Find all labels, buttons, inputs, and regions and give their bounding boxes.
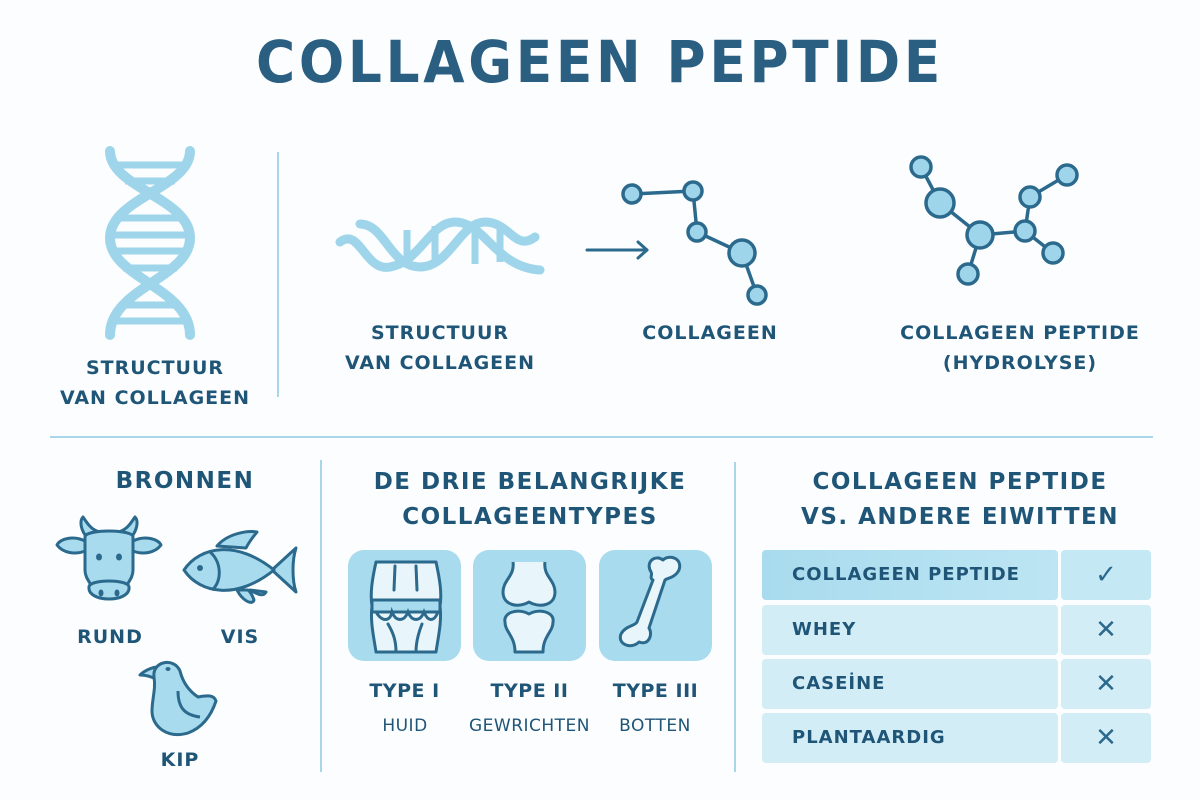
source-label-fish: VIS <box>220 626 260 648</box>
protein-name: COLLAGEEN PEPTIDE <box>762 550 1058 600</box>
dna-helix-vertical-icon <box>104 146 196 340</box>
cross-icon: ✕ <box>1061 605 1151 655</box>
peptide-label: COLLAGEEN PEPTIDE (HYDROLYSE) <box>900 322 1140 374</box>
protein-name: CASEİNE <box>762 659 1058 709</box>
type-ii-tile <box>473 550 586 661</box>
protein-name: WHEY <box>762 605 1058 655</box>
cow-icon <box>55 515 163 601</box>
page-title: COLLAGEEN PEPTIDE <box>256 28 944 96</box>
comparison-row: WHEY ✕ <box>762 605 1151 655</box>
joint-icon <box>501 561 557 654</box>
cross-icon: ✕ <box>1061 659 1151 709</box>
type-iii-label: TYPE III <box>612 680 699 702</box>
type-ii-sub: GEWRICHTEN <box>468 716 591 736</box>
type-iii-sub: BOTTEN <box>619 716 691 736</box>
dna-vertical-label: STRUCTUUR VAN COLLAGEEN <box>59 357 251 409</box>
comparison-row: CASEİNE ✕ <box>762 659 1151 709</box>
section-divider <box>320 460 322 772</box>
type-i-tile <box>348 550 461 661</box>
comparison-row: COLLAGEEN PEPTIDE ✓ <box>762 550 1151 600</box>
sources-heading: BRONNEN <box>115 468 255 494</box>
type-i-sub: HUID <box>382 716 428 736</box>
arrow-right-icon <box>585 240 649 260</box>
type-iii-tile <box>599 550 712 661</box>
fish-icon <box>182 530 298 604</box>
type-ii-label: TYPE II <box>490 680 569 702</box>
comparison-row: PLANTAARDIG ✕ <box>762 713 1151 763</box>
collagen-label: COLLAGEEN <box>642 322 778 344</box>
type-i-label: TYPE I <box>369 680 440 702</box>
horizontal-divider <box>50 436 1153 438</box>
skin-layer-icon <box>369 560 443 654</box>
dna-helix-horizontal-icon <box>335 217 545 275</box>
protein-name: PLANTAARDIG <box>762 713 1058 763</box>
source-label-chicken: KIP <box>160 749 200 771</box>
dna-horizontal-label: STRUCTUUR VAN COLLAGEEN <box>344 322 536 374</box>
section-divider <box>277 152 279 397</box>
comparison-heading: COLLAGEEN PEPTIDE VS. ANDERE EIWITTEN <box>801 469 1119 530</box>
types-heading: DE DRIE BELANGRIJKE COLLAGEENTYPES <box>373 469 687 530</box>
bone-icon <box>618 555 682 648</box>
check-icon: ✓ <box>1061 550 1151 600</box>
section-divider <box>734 462 736 772</box>
chicken-icon <box>138 661 218 736</box>
cross-icon: ✕ <box>1061 713 1151 763</box>
source-label-cow: RUND <box>77 626 143 648</box>
